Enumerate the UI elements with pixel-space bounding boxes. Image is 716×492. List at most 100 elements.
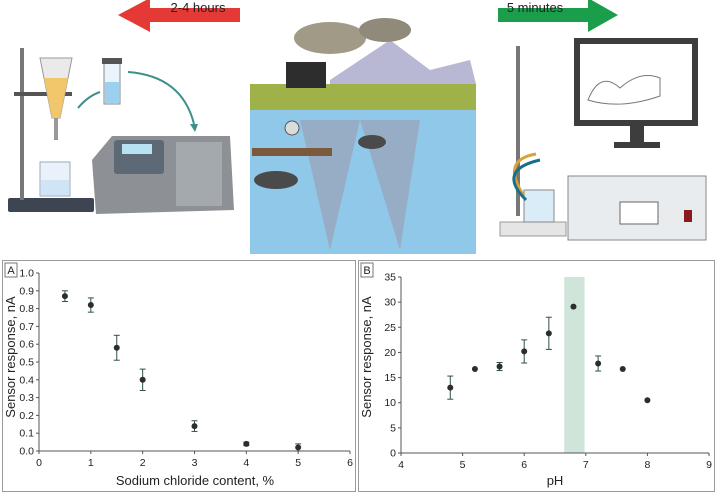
y-tick-label-a: 0.5 — [19, 357, 34, 369]
cable — [513, 152, 537, 197]
flow-arrow-2 — [127, 71, 195, 125]
data-point-a — [191, 423, 198, 430]
y-tick-label-a: 0.4 — [19, 374, 34, 386]
highlight-band-b — [564, 277, 585, 453]
funnel-stem — [54, 118, 58, 140]
y-tick-label-b: 15 — [384, 372, 396, 384]
panel-a-label: A — [7, 265, 15, 277]
mountains — [330, 40, 476, 88]
y-axis-label-b: Sensor response, nA — [359, 296, 374, 418]
person — [284, 120, 300, 136]
y-tick-label-b: 30 — [384, 297, 396, 309]
electrode-stand — [516, 46, 520, 216]
y-tick-label-b: 25 — [384, 322, 396, 334]
y-tick-label-a: 1.0 — [19, 268, 34, 280]
pier — [252, 148, 332, 156]
method-comparison-illustration: 2-4 hours 5 minutes — [8, 0, 707, 254]
y-tick-label-b: 20 — [384, 347, 396, 359]
x-tick-label-b: 5 — [460, 459, 466, 471]
data-point-b — [545, 330, 552, 337]
x-tick-label-b: 4 — [398, 459, 404, 471]
factory — [286, 62, 326, 88]
data-point-a — [61, 293, 68, 300]
cell-beaker — [523, 189, 555, 223]
left-arrow-head — [118, 0, 150, 32]
cuvette — [102, 58, 122, 105]
x-tick-label-b: 9 — [706, 459, 712, 471]
landscape-scene — [250, 14, 476, 254]
data-point-b — [570, 303, 577, 310]
y-axis-label-a: Sensor response, nA — [3, 296, 18, 418]
x-tick-label-a: 0 — [36, 457, 42, 469]
data-point-b — [644, 397, 651, 404]
spectro-lid — [176, 142, 222, 206]
x-tick-label-a: 4 — [243, 457, 249, 469]
extraction-apparatus — [8, 48, 94, 212]
data-point-b — [447, 384, 454, 391]
y-tick-label-b: 35 — [384, 272, 396, 284]
stirrer — [499, 221, 567, 237]
x-tick-label-a: 6 — [347, 457, 353, 469]
y-tick-label-b: 10 — [384, 397, 396, 409]
chart-a: A Sensor response, nA Sodium chloride co… — [3, 262, 353, 488]
data-point-b — [619, 366, 626, 373]
stand-rod — [20, 48, 24, 200]
y-tick-label-a: 0.6 — [19, 339, 34, 351]
cuvette-cap — [102, 58, 122, 64]
flow-arrow-head — [190, 124, 198, 132]
left-arrow: 2-4 hours — [118, 0, 240, 32]
data-point-b — [496, 363, 503, 370]
left-arrow-shaft — [148, 8, 240, 22]
right-arrow-head — [588, 0, 618, 32]
y-tick-label-b: 5 — [390, 422, 396, 434]
stand-clamp — [14, 92, 72, 96]
y-tick-label-a: 0.8 — [19, 303, 34, 315]
beaker-liquid — [41, 180, 69, 195]
data-point-a — [295, 444, 302, 451]
y-tick-label-a: 0.9 — [19, 285, 34, 297]
spectrophotometer — [92, 136, 234, 214]
x-axis-label-a: Sodium chloride content, % — [116, 473, 275, 488]
data-point-a — [243, 440, 250, 447]
data-point-b — [521, 348, 528, 355]
potentiostat-panel — [619, 201, 659, 225]
chart-b: B Sensor response, nA pH 0 5 10 15 20 25 30 35 4… — [359, 262, 712, 488]
right-arrow: 5 minutes — [498, 0, 618, 32]
panel-a-badge — [4, 262, 18, 278]
y-tick-label-a: 0.1 — [19, 428, 34, 440]
voltammogram — [587, 75, 661, 105]
smoke-2 — [359, 18, 411, 42]
y-tick-label-a: 0.2 — [19, 410, 34, 422]
x-tick-label-a: 1 — [88, 457, 94, 469]
x-tick-label-b: 6 — [521, 459, 527, 471]
panel-b: B Sensor response, nA pH 0 5 10 15 20 25 30 35 4… — [358, 260, 715, 492]
cable-2 — [512, 158, 541, 202]
monitor-screen — [580, 44, 692, 120]
left-arrow-label: 2-4 hours — [171, 0, 226, 15]
y-tick-label-a: 0.7 — [19, 321, 34, 333]
panel-b-label: B — [363, 265, 370, 277]
data-point-a — [113, 344, 120, 351]
monitor-base — [614, 142, 660, 148]
x-tick-label-a: 2 — [140, 457, 146, 469]
rock — [254, 171, 298, 189]
x-axis-label-b: pH — [547, 473, 564, 488]
x-tick-label-a: 3 — [192, 457, 198, 469]
data-point-b — [471, 366, 478, 373]
right-arrow-label: 5 minutes — [507, 0, 564, 15]
panel-b-badge — [360, 262, 374, 278]
power-switch — [684, 210, 692, 222]
rock-2 — [358, 135, 386, 149]
y-tick-label-a: 0.0 — [19, 446, 34, 458]
flow-arrow-1 — [77, 91, 101, 109]
y-tick-label-b: 0 — [390, 448, 396, 460]
right-arrow-shaft — [498, 8, 590, 22]
smoke — [294, 22, 366, 54]
electrochemical-setup — [499, 38, 707, 241]
panel-a: A Sensor response, nA Sodium chloride co… — [2, 260, 356, 492]
data-point-b — [595, 360, 602, 367]
x-tick-label-b: 8 — [644, 459, 650, 471]
cuvette-liquid — [105, 82, 119, 103]
x-tick-label-b: 7 — [583, 459, 589, 471]
spectro-display — [122, 144, 152, 154]
